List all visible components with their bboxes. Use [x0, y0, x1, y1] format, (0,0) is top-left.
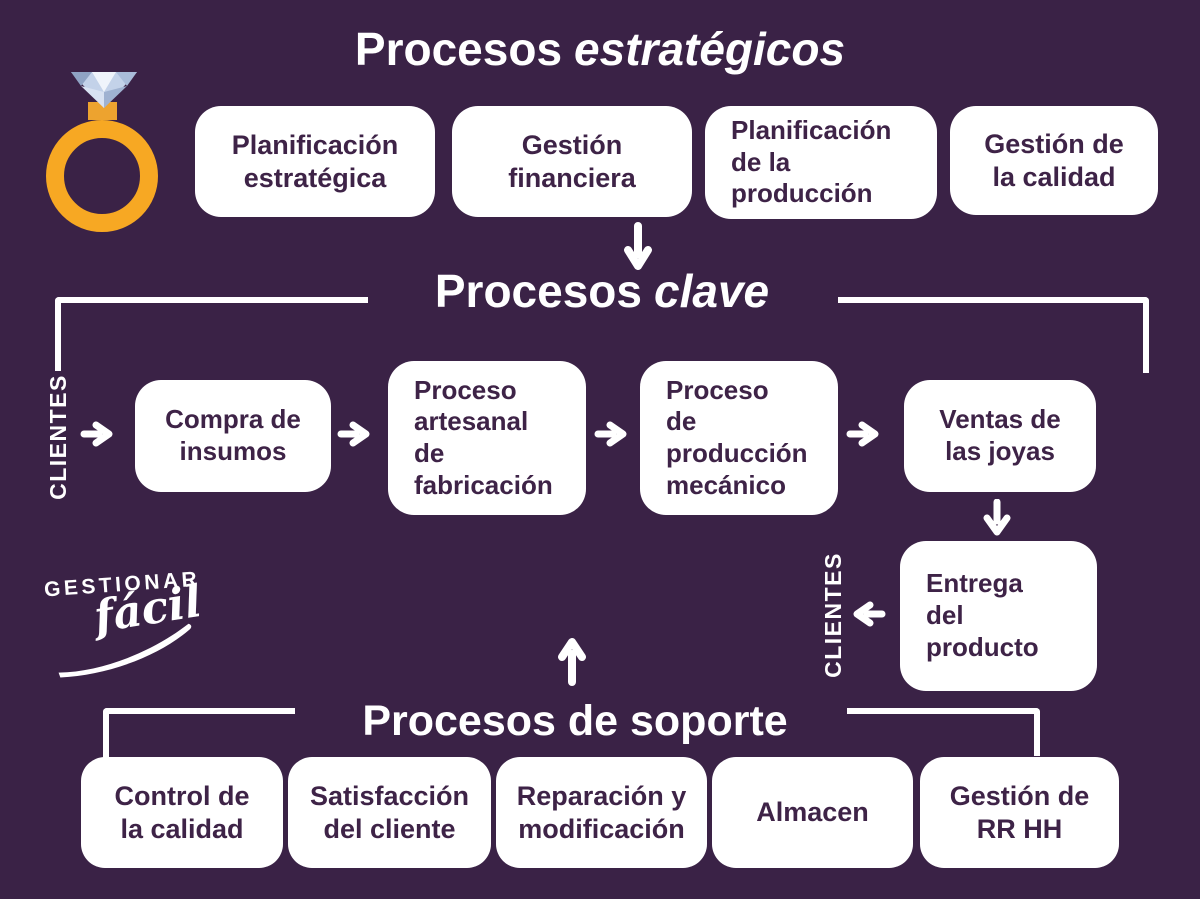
diamond-ring-icon: [46, 72, 158, 232]
arrow-right-icon: [80, 421, 113, 447]
clientes-label-left: CLIENTES: [45, 374, 71, 500]
box-planificacion-estrategica: Planificación estratégica: [195, 106, 435, 217]
support-title: Procesos de soporte: [362, 697, 788, 745]
key-title-accent: clave: [654, 265, 770, 317]
arrow-down-icon: [983, 499, 1011, 536]
box-ventas-joyas: Ventas de las joyas: [904, 380, 1096, 492]
box-produccion-mecanico: Proceso de producción mecánico: [640, 361, 838, 515]
logo-swoosh: [58, 623, 192, 678]
support-bracket-right: [847, 708, 1040, 756]
box-control-calidad: Control de la calidad: [81, 757, 283, 868]
arrow-up-icon: [558, 638, 586, 686]
box-entrega-producto: Entrega del producto: [900, 541, 1097, 691]
arrow-left-icon: [853, 601, 886, 627]
box-compra-insumos: Compra de insumos: [135, 380, 331, 492]
arrow-down-icon: [624, 222, 652, 270]
box-reparacion-modificacion: Reparación y modificación: [496, 757, 707, 868]
clientes-label-right: CLIENTES: [820, 552, 846, 678]
box-gestion-financiera: Gestión financiera: [452, 106, 692, 217]
box-proceso-artesanal: Proceso artesanal de fabricación: [388, 361, 586, 515]
box-almacen: Almacen: [712, 757, 913, 868]
box-gestion-calidad: Gestión de la calidad: [950, 106, 1158, 215]
key-title-main: Procesos: [434, 265, 642, 317]
arrow-right-icon: [846, 421, 879, 447]
box-planificacion-produccion: Planificación de la producción: [705, 106, 937, 219]
box-satisfaccion-cliente: Satisfacción del cliente: [288, 757, 491, 868]
key-bracket-right: [838, 297, 1149, 373]
arrow-right-icon: [594, 421, 627, 447]
support-bracket-left: [103, 708, 295, 760]
strategic-title-accent: estratégicos: [574, 23, 846, 75]
box-gestion-rrhh: Gestión de RR HH: [920, 757, 1119, 868]
strategic-title-main: Procesos: [354, 23, 563, 75]
arrow-right-icon: [337, 421, 370, 447]
key-bracket-left: [55, 297, 368, 371]
